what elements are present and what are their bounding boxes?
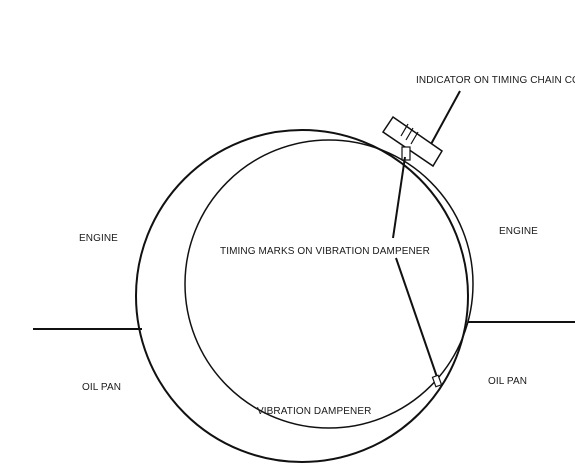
timing-indicator <box>381 115 444 168</box>
timing-marks-label: TIMING MARKS ON VIBRATION DAMPENER <box>220 246 430 257</box>
indicator-leader-line <box>429 90 461 147</box>
timing-indicator-notch <box>401 146 411 161</box>
engine-label-left: ENGINE <box>79 233 118 244</box>
timing-mark-on-dampener <box>431 374 443 388</box>
timing-indicator-tick-3 <box>410 131 419 145</box>
oil-pan-label-right: OIL PAN <box>488 376 527 387</box>
vibration-dampener-label: VIBRATION DAMPENER <box>257 406 371 417</box>
engine-label-right: ENGINE <box>499 226 538 237</box>
timing-marks-leader-lower <box>395 257 439 381</box>
timing-marks-leader-upper <box>392 156 406 239</box>
timing-indicator-tick-2 <box>405 127 414 141</box>
indicator-label: INDICATOR ON TIMING CHAIN COVER <box>416 75 575 86</box>
vibration-dampener-outer-circle <box>135 129 469 463</box>
vibration-dampener-inner-circle <box>184 139 474 429</box>
oil-pan-label-left: OIL PAN <box>82 382 121 393</box>
timing-indicator-tick-1 <box>400 123 409 137</box>
